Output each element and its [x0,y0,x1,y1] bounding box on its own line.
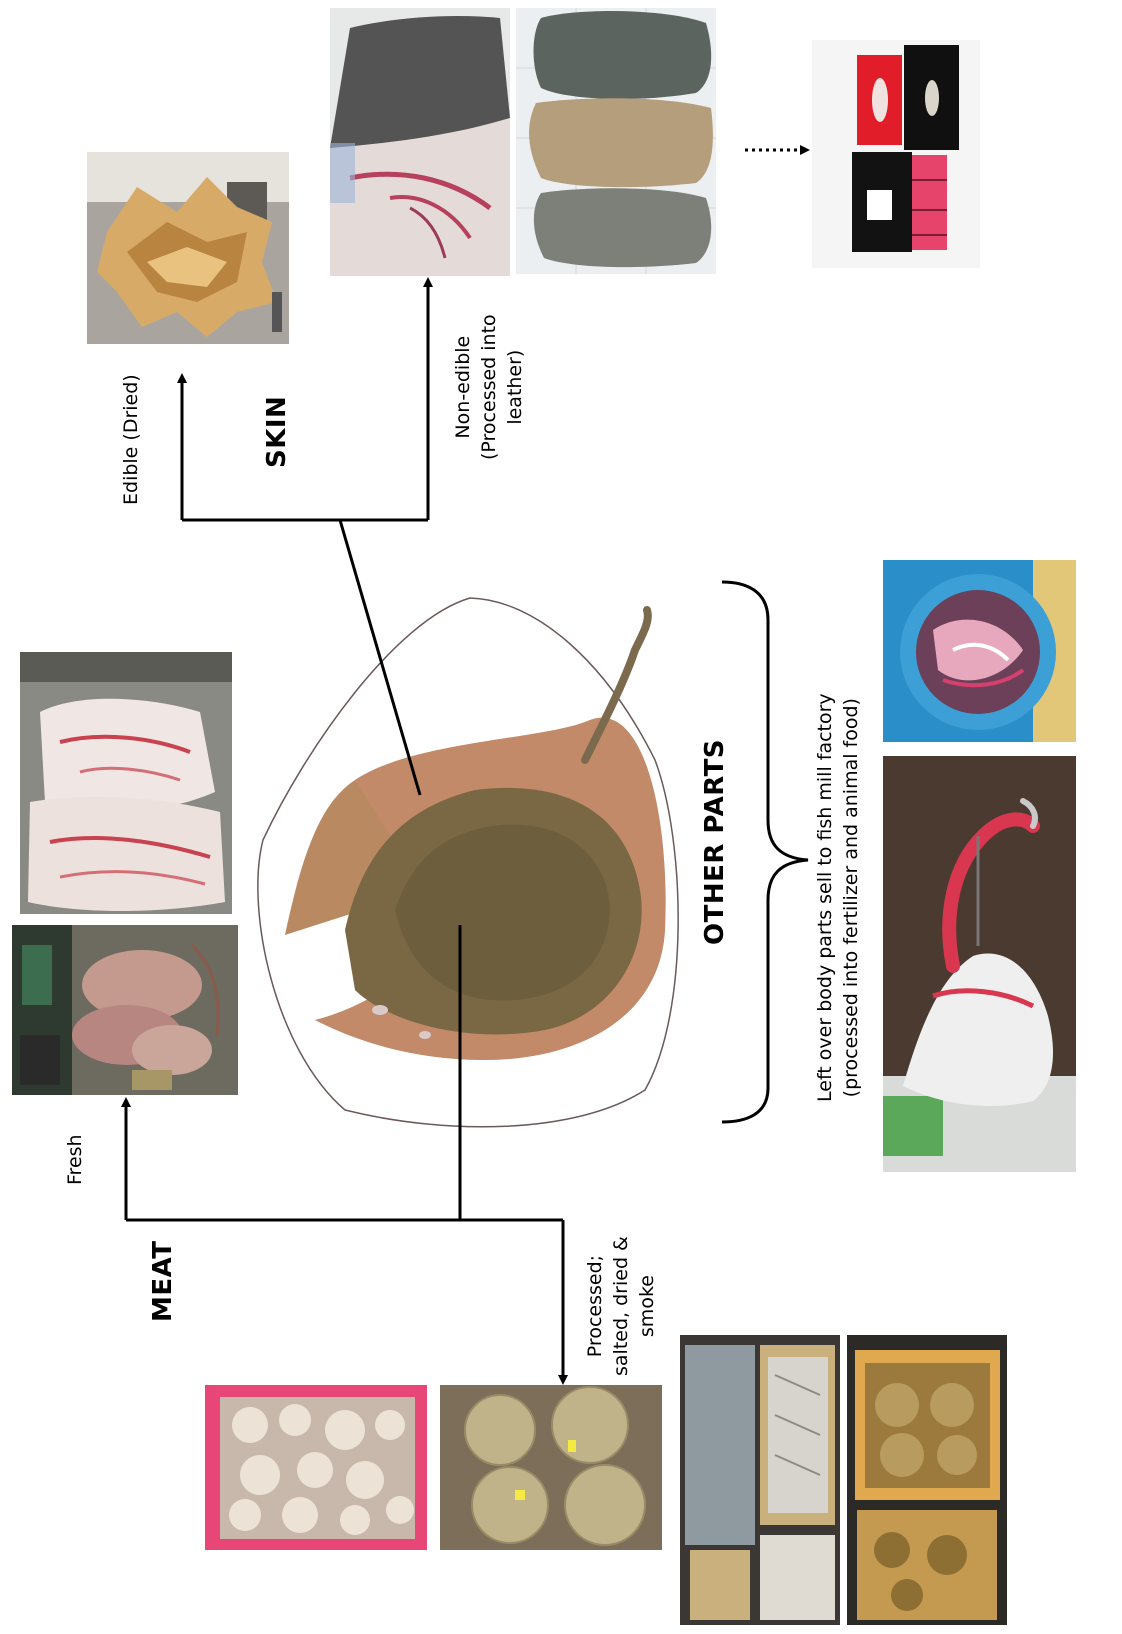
processed-line-3: smoke [634,1236,660,1376]
leftover-line-2: (processed into fertilizer and animal fo… [838,693,864,1102]
non-edible-line-3: leather) [502,314,528,460]
skin-connector-line [340,520,420,795]
other-parts-label: OTHER PARTS [700,739,730,945]
leftover-label: Left over body parts sell to fish mill f… [812,693,864,1102]
non-edible-line-1: Non-edible [450,314,476,460]
processed-label: Processed; salted, dried & smoke [582,1236,660,1376]
edible-label: Edible (Dried) [118,374,144,505]
leftover-line-1: Left over body parts sell to fish mill f… [812,693,838,1102]
processed-line-1: Processed; [582,1236,608,1376]
other-parts-brace [722,582,808,1122]
non-edible-label: Non-edible (Processed into leather) [450,314,528,460]
fresh-label: Fresh [62,1134,88,1185]
skin-label: SKIN [262,396,292,468]
meat-label: MEAT [148,1241,178,1322]
non-edible-line-2: (Processed into [476,314,502,460]
processed-line-2: salted, dried & [608,1236,634,1376]
